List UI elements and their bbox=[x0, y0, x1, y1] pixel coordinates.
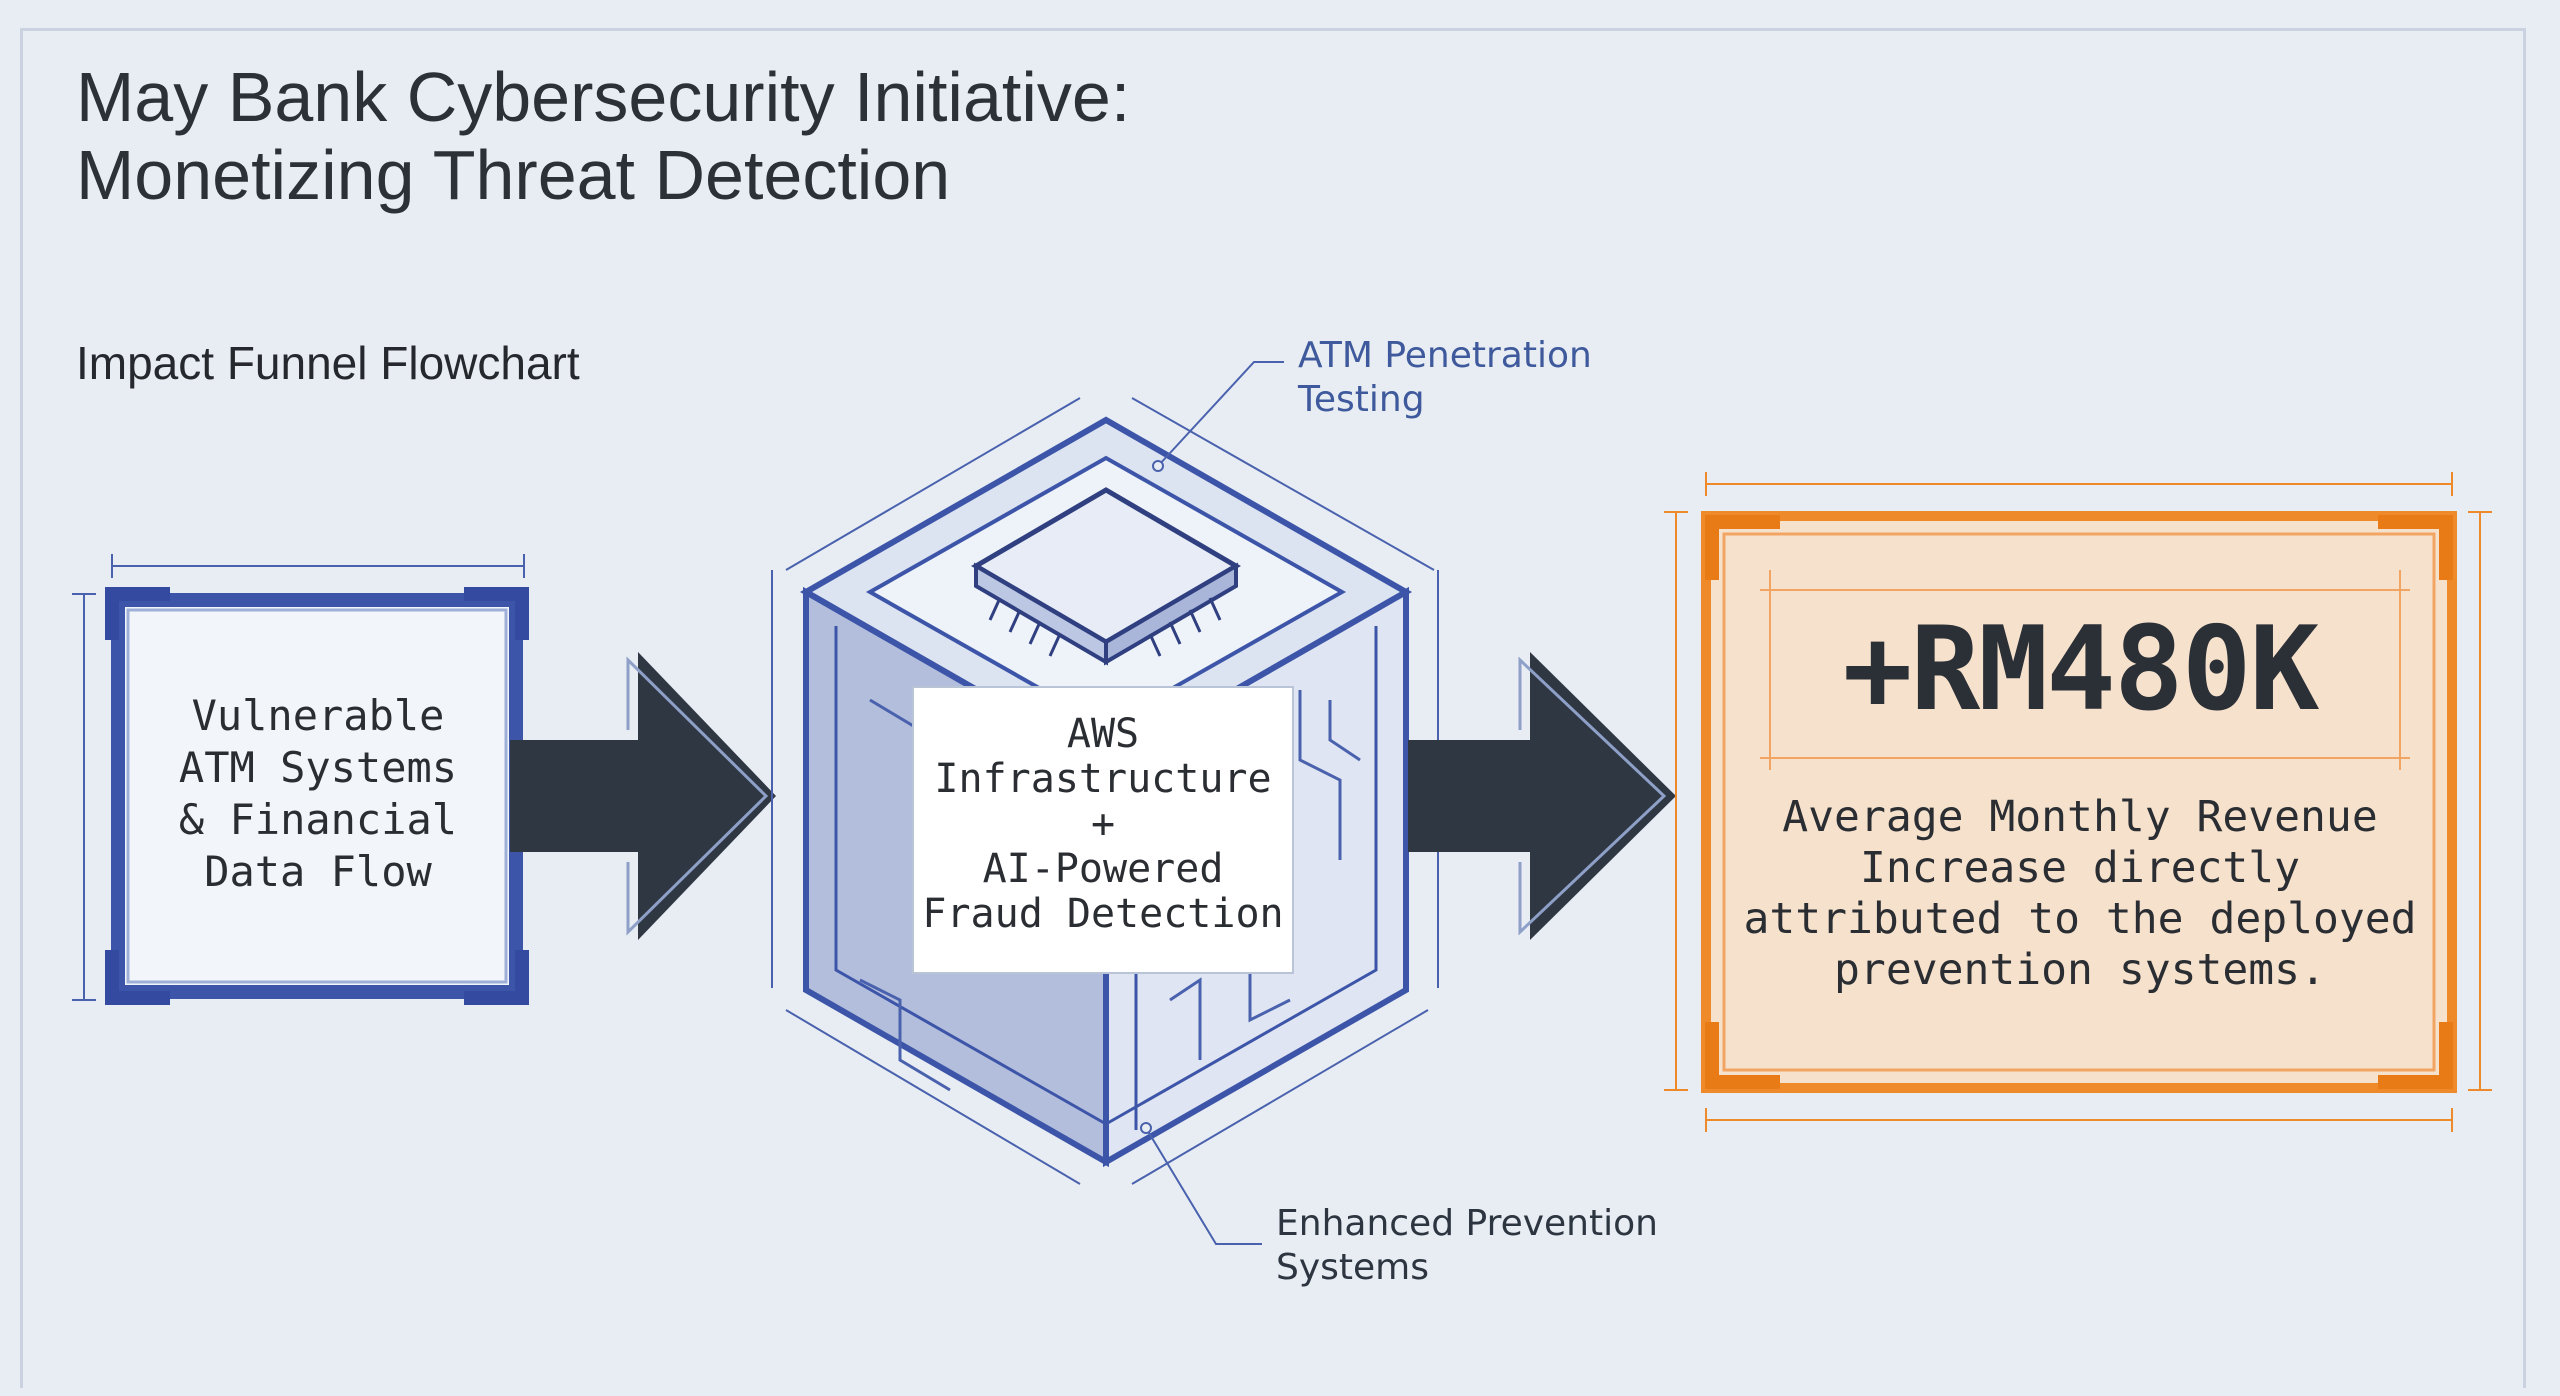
revenue-value: +RM480K bbox=[1842, 602, 2320, 737]
title-line-1: May Bank Cybersecurity Initiative: bbox=[76, 58, 1131, 136]
callout-line: Testing bbox=[1298, 379, 1425, 420]
revenue-description-line: Increase directly bbox=[1859, 843, 2301, 893]
node-left-line: ATM Systems bbox=[178, 743, 458, 792]
node-center-line: AI-Powered bbox=[982, 846, 1224, 892]
node-center-line: Fraud Detection bbox=[922, 891, 1284, 937]
node-center-line: Infrastructure bbox=[934, 756, 1272, 802]
title-line-2: Monetizing Threat Detection bbox=[76, 136, 951, 214]
revenue-description-line: Average Monthly Revenue bbox=[1782, 792, 2378, 842]
diagram-subtitle: Impact Funnel Flowchart bbox=[76, 337, 580, 389]
node-right-box bbox=[1664, 472, 2492, 1132]
arrow-center-to-right bbox=[1408, 652, 1676, 940]
revenue-description: Average Monthly Revenue Increase directl… bbox=[1700, 792, 2460, 996]
revenue-description-line: prevention systems. bbox=[1834, 945, 2326, 995]
node-left-line: Vulnerable bbox=[191, 691, 445, 740]
arrow-left-to-center bbox=[510, 652, 776, 940]
node-center-label: AWS Infrastructure + AI-Powered Fraud De… bbox=[912, 712, 1294, 937]
node-left-label: Vulnerable ATM Systems & Financial Data … bbox=[118, 690, 518, 898]
callout-line: ATM Penetration bbox=[1298, 335, 1592, 376]
callout-leaders bbox=[1140, 361, 1284, 1245]
node-center-line: AWS bbox=[1066, 711, 1140, 757]
revenue-description-line: attributed to the deployed bbox=[1743, 894, 2417, 944]
callout-enhanced-prevention: Enhanced Prevention Systems bbox=[1276, 1202, 1658, 1290]
node-center-line: + bbox=[1090, 801, 1116, 847]
callout-atm-penetration-testing: ATM Penetration Testing bbox=[1298, 334, 1592, 422]
callout-line: Enhanced Prevention bbox=[1276, 1203, 1658, 1244]
callout-line: Systems bbox=[1276, 1247, 1429, 1288]
node-left-line: Data Flow bbox=[204, 847, 432, 896]
node-left-line: & Financial bbox=[178, 795, 458, 844]
node-center-panel bbox=[912, 686, 1294, 974]
page-frame bbox=[20, 28, 2526, 1388]
page-title: May Bank Cybersecurity Initiative: Monet… bbox=[76, 58, 1476, 214]
node-left-box bbox=[72, 554, 529, 1005]
